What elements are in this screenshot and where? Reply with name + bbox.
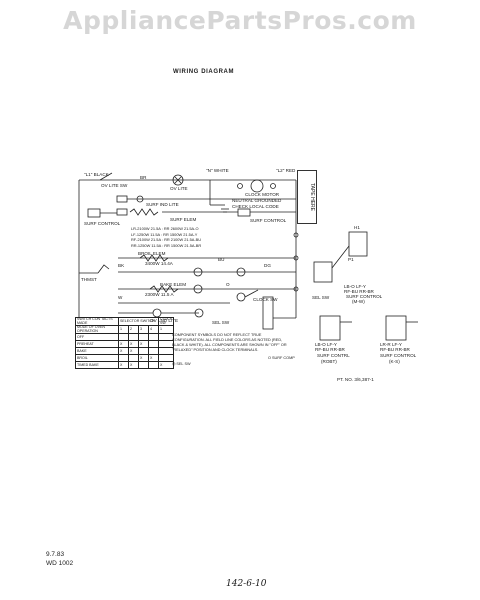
element-spec: RR-1250W 11.5A : RR 1500W 21.5A-BR: [131, 242, 202, 248]
mw-note: (M-W): [352, 299, 365, 304]
table-header: CLOCK SW: [157, 316, 175, 327]
bake-elem-label: BAKE ELEM: [160, 282, 187, 287]
clock-motor-label: CLOCK MOTOR: [245, 192, 280, 197]
sel-sw-detail: [313, 261, 333, 283]
diagram-title: WIRING DIAGRAM: [173, 69, 235, 75]
footer-date: 9.7.83: [46, 551, 65, 558]
l1-label: "L1" BLACK: [84, 172, 109, 177]
rf-bu2-label: RF-BU RR-BR: [315, 347, 345, 352]
br-label: BR: [140, 175, 147, 180]
footer-date-block: 9.7.83 WD 1002: [46, 551, 73, 568]
wire-label: BU: [218, 257, 225, 262]
ov-lnd-lamp: [152, 308, 162, 318]
table-subheader: 1: [118, 325, 129, 335]
rf-bu3-label: RF-BU RR-BR: [380, 347, 410, 352]
l2-label: "L2" RED: [276, 168, 296, 173]
surf-ind-lite-label: SURF IND LITE: [146, 202, 179, 207]
surf-control-mw-label: SURF CONTROL: [346, 294, 383, 299]
neutral-grounded-label: NEUTRAL GROUNDED: [232, 198, 282, 203]
clock-sw-label: CLOCK SW: [253, 297, 278, 302]
part-number: PT. NO. 3/6,387-1: [337, 377, 374, 382]
element-spec-list: LR-2100W 21.5A : RR 2600W 21.5A-O LF-125…: [131, 226, 201, 248]
lb-o-label: LB-O LF-Y: [344, 284, 366, 289]
ks-note: (K-S): [389, 359, 400, 364]
table-subheader: MODE OF OVEN OPERATION: [75, 325, 119, 335]
check-local-code-label: CHECK LOCAL CODE: [232, 204, 279, 209]
wire-label: DG: [264, 263, 271, 268]
thermostat-symbol: [97, 264, 110, 274]
table-subheader: 1: [157, 325, 175, 335]
table-subheader: 2: [128, 325, 139, 335]
table-row: TIMED BAKE X X X: [75, 361, 175, 370]
thmst-label: THMST: [81, 277, 97, 282]
surf-control-robt-label: SURF CONTRL: [317, 353, 350, 358]
sel-sw-box: [262, 296, 274, 330]
table-row: BAKE X X: [75, 347, 175, 356]
bake-elem-resistor: [149, 285, 179, 293]
clock-motor-symbol: [250, 179, 264, 193]
component-note: COMPONENT SYMBOLS DO NOT REFLECT TRUE CO…: [172, 333, 287, 352]
surf-control-robt-detail: [319, 315, 341, 341]
surf-elem-label: SURF ELEM: [170, 217, 197, 222]
footer-doc-id: WD 1002: [46, 559, 74, 567]
table-subheader: 4: [148, 325, 159, 335]
element-spec: LF-1250W 11.5A : RR 1500W 21.5A-Y: [131, 231, 198, 237]
element-spec: LR-2100W 21.5A : RR 2600W 21.5A-O: [131, 226, 199, 231]
surf-control-right-label: SURF CONTROL: [250, 218, 287, 223]
surf-control-left-label: SURF CONTROL: [84, 221, 121, 226]
broil-elem-label: BROIL ELEM: [138, 251, 166, 256]
bake-watts-label: 2300W 11.5 A: [145, 292, 174, 297]
n-label: "N" WHITE: [206, 168, 229, 173]
ov-lite-label: OV LITE: [170, 186, 188, 191]
tape-here-box: TAPE HERE: [297, 170, 317, 224]
table-subheader: 3: [138, 325, 149, 335]
broil-elem-resistor: [139, 254, 169, 262]
robt-note: (ROBT): [321, 359, 337, 364]
element-spec: RF-2100W 21.5A : RR 2100W 21.5A-BU: [131, 237, 202, 243]
watermark: AppliancePartsPros.com: [63, 6, 417, 35]
legend-surf-comp: O SURF COMP: [268, 356, 295, 360]
sel-sw-detail-label: SEL SW: [312, 295, 330, 300]
ov-lite-sw-label: OV LITE SW: [101, 183, 128, 188]
switch-contact-table: SWITCH CON TACTS MADE SELECTOR SWITCH CL…: [75, 316, 175, 370]
legend-sel-sw: ◎ SEL SW: [172, 362, 191, 366]
lr-r-label: LR-R LF-Y: [380, 342, 402, 347]
wire-label: BK: [118, 263, 125, 268]
ov-lite-lamp: [172, 174, 184, 186]
wire-label: H1: [354, 225, 360, 230]
handwritten-note: 142-6-10: [226, 579, 267, 589]
table-row: OFF: [75, 333, 175, 342]
table-header: SELECTOR SWITCH: [118, 316, 159, 327]
surf-control-ks-label: SURF CONTROL: [380, 353, 417, 358]
lb-o2-label: LB-O LF-Y: [315, 342, 337, 347]
wire-label: P1: [348, 257, 354, 262]
wire-label: O: [226, 282, 230, 287]
surf-control-mw-detail: [348, 231, 368, 257]
surf-elem-resistor: [129, 208, 159, 216]
surf-control-box: [87, 208, 101, 218]
rf-bu-label: RF-BU RR-BR: [344, 289, 374, 294]
sel-sw-label: SEL SW: [212, 320, 230, 325]
surf-control-ks-detail: [385, 315, 407, 341]
table-row: PREHEAT X X X: [75, 340, 175, 349]
table-row: BROIL X X: [75, 354, 175, 363]
broil-watts-label: 3400W 14.4A: [145, 261, 173, 266]
wire-label: W: [118, 295, 123, 300]
